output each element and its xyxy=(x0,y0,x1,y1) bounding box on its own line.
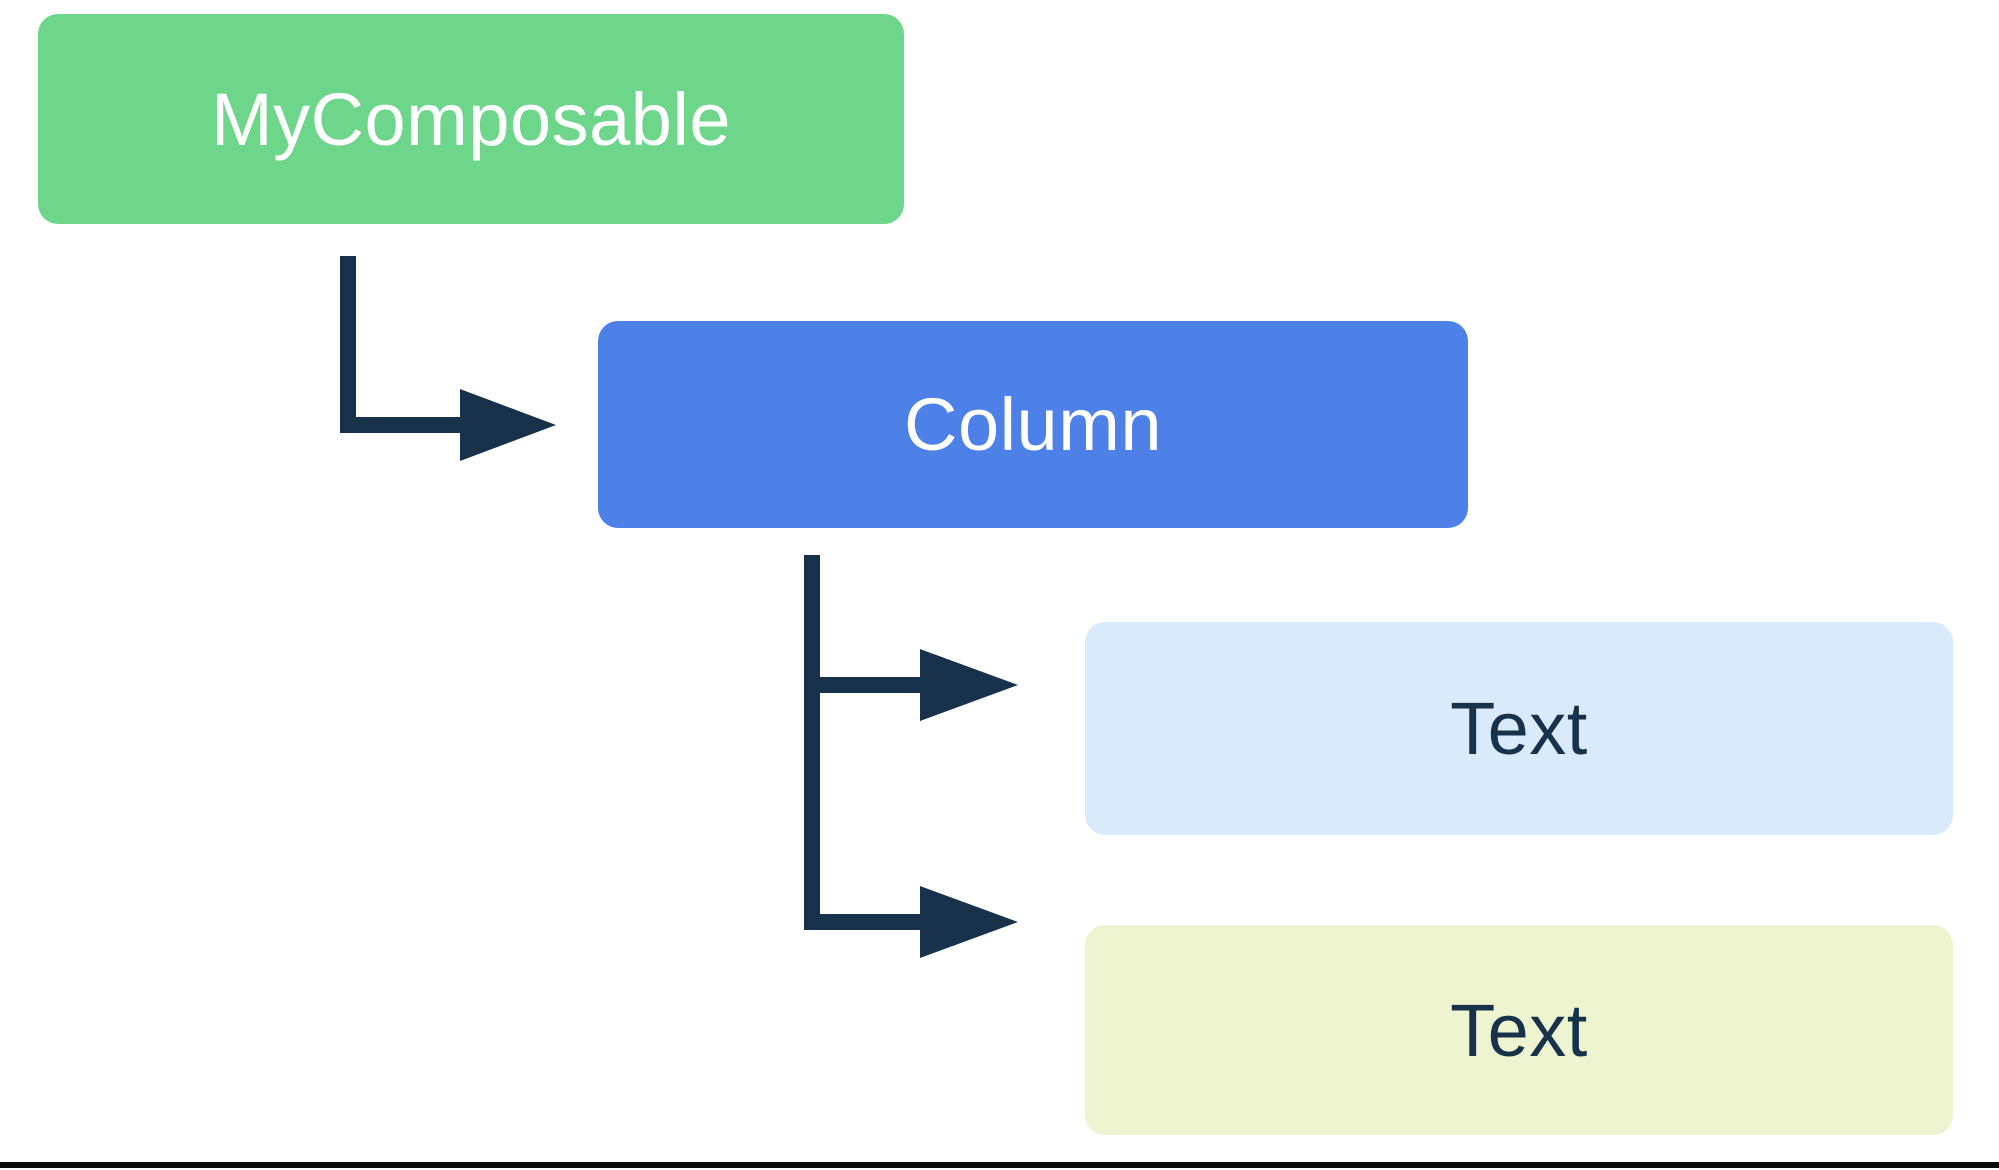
node-text-second: Text xyxy=(1085,925,1953,1135)
node-mycomposable-label: MyComposable xyxy=(210,77,732,161)
arrow-mycomposable-to-column-icon xyxy=(340,256,556,461)
node-column-label: Column xyxy=(904,383,1162,466)
arrow-column-to-text-children-icon xyxy=(804,555,1018,958)
node-text-first-label: Text xyxy=(1450,687,1588,770)
node-column: Column xyxy=(598,321,1468,528)
node-mycomposable: MyComposable xyxy=(38,14,904,224)
node-text-second-label: Text xyxy=(1450,988,1588,1072)
bottom-border-rule xyxy=(0,1162,1999,1168)
node-text-first: Text xyxy=(1085,622,1953,835)
